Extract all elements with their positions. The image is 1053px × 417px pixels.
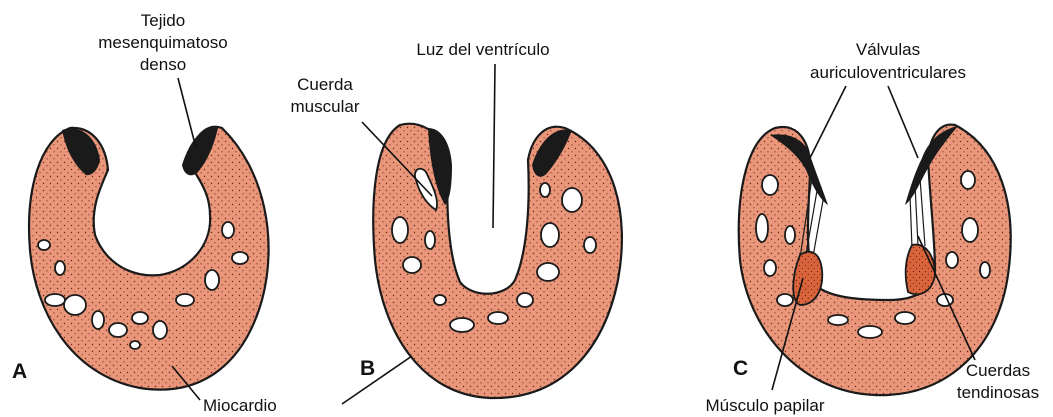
label-tejido-line1: Tejido	[141, 11, 185, 30]
leader-valvulas-right	[888, 86, 918, 158]
trabecular-space	[392, 217, 408, 243]
trabecular-space	[55, 261, 65, 275]
chorda-tendinea	[910, 195, 912, 248]
chorda-tendinea	[812, 195, 824, 262]
panel-letter-c: C	[733, 357, 748, 380]
trabecular-space	[756, 214, 768, 242]
leader-luz	[493, 64, 495, 228]
panel-letter-b: B	[360, 357, 375, 380]
trabecular-space	[562, 188, 582, 212]
trabecular-space	[946, 252, 958, 268]
trabecular-space	[205, 270, 219, 290]
label-tejido-line3: denso	[140, 55, 186, 74]
trabecular-space	[541, 223, 559, 247]
leader-miocardio-b	[342, 356, 412, 404]
trabecular-space	[488, 312, 508, 324]
panel-c: C	[733, 125, 1011, 396]
trabecular-space	[540, 183, 550, 197]
trabecular-space	[132, 312, 148, 324]
trabecular-space	[962, 218, 978, 242]
trabecular-space	[64, 295, 86, 315]
label-luz-text: Luz del ventrículo	[416, 40, 549, 59]
trabecular-space	[777, 294, 793, 306]
trabecular-space	[176, 294, 194, 306]
trabecular-space	[584, 237, 596, 253]
label-cuerdas-line2: tendinosas	[957, 383, 1039, 402]
panel-a: A	[12, 127, 269, 390]
label-musculo-papilar-text: Músculo papilar	[705, 396, 824, 415]
trabecular-space	[109, 323, 127, 337]
label-cuerda-line1: Cuerda	[297, 75, 353, 94]
label-tejido-line2: mesenquimatoso	[98, 33, 227, 52]
trabecular-space	[858, 326, 882, 338]
trabecular-space	[403, 257, 421, 273]
myocardium-c	[739, 125, 1011, 396]
trabecular-space	[232, 252, 248, 264]
trabecular-space	[153, 321, 167, 339]
trabecular-space	[895, 312, 915, 324]
chorda-tendinea	[920, 178, 925, 246]
label-cuerdas-line1: Cuerdas	[966, 361, 1030, 380]
leader-valvulas-left	[810, 86, 846, 158]
panel-b: B	[360, 124, 622, 398]
trabecular-space	[434, 295, 446, 305]
label-valvulas-line1: Válvulas	[856, 40, 920, 59]
trabecular-space	[425, 231, 435, 249]
panel-letter-a: A	[12, 360, 27, 383]
trabecular-space	[762, 175, 778, 195]
chorda-tendinea	[915, 185, 918, 245]
trabecular-space	[38, 240, 50, 250]
trabecular-space	[980, 262, 990, 278]
papillary-muscle-right	[906, 245, 935, 295]
trabecular-space	[961, 171, 975, 189]
label-cuerda-line2: muscular	[291, 97, 360, 116]
label-valvulas-line2: auriculoventriculares	[810, 63, 966, 82]
trabecular-space	[222, 222, 234, 238]
trabecular-space	[537, 263, 559, 281]
trabecular-space	[92, 311, 104, 329]
trabecular-space	[517, 293, 533, 307]
trabecular-space	[764, 260, 776, 276]
trabecular-space	[130, 341, 140, 349]
leader-tejido	[178, 78, 196, 148]
trabecular-space	[45, 294, 65, 306]
trabecular-space	[828, 315, 848, 325]
trabecular-space	[785, 226, 795, 244]
trabecular-space	[450, 318, 474, 332]
label-miocardio-text: Miocardio	[203, 396, 277, 415]
